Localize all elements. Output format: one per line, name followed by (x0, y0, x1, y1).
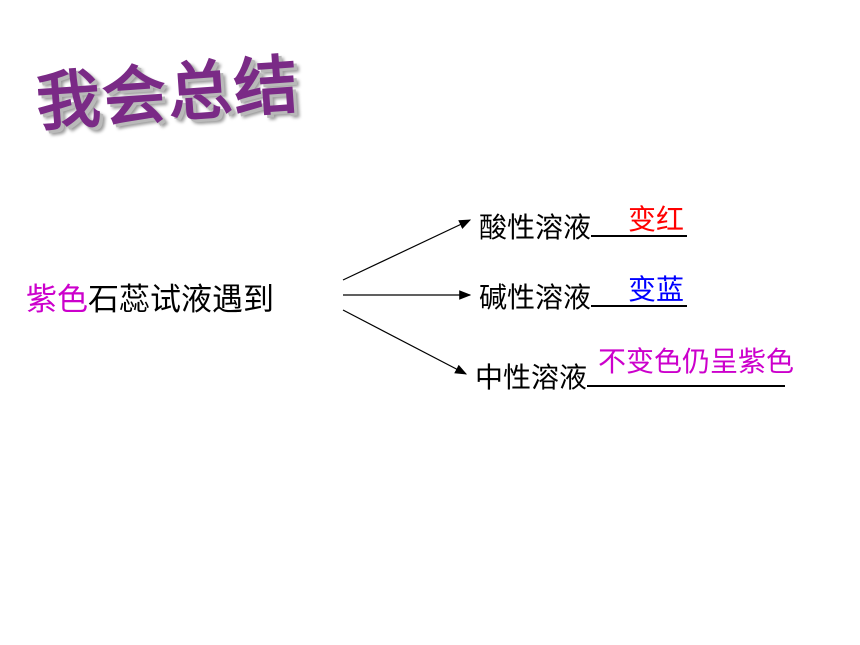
answer-blank (587, 359, 786, 387)
arrow-neutral (342, 309, 468, 375)
arrow-acid (342, 219, 472, 281)
branch-acid: 酸性溶液 (479, 206, 688, 246)
answer-blank (591, 279, 688, 307)
branch-neutral-label: 中性溶液 (475, 361, 588, 394)
branch-acid-answer: 变红 (628, 203, 685, 236)
branch-base: 碱性溶液 (479, 276, 688, 316)
subject-text: 紫色石蕊试液遇到 (26, 274, 274, 319)
branch-neutral-answer: 不变色仍呈紫色 (598, 345, 795, 378)
branch-base-answer: 变蓝 (628, 273, 685, 306)
branch-acid-label: 酸性溶液 (479, 211, 592, 244)
subject-highlight: 紫色 (26, 282, 88, 318)
subject-rest: 石蕊试液遇到 (88, 282, 274, 318)
branch-base-label: 碱性溶液 (479, 281, 592, 314)
branch-neutral: 中性溶液 (475, 356, 786, 396)
answer-blank (591, 209, 688, 237)
